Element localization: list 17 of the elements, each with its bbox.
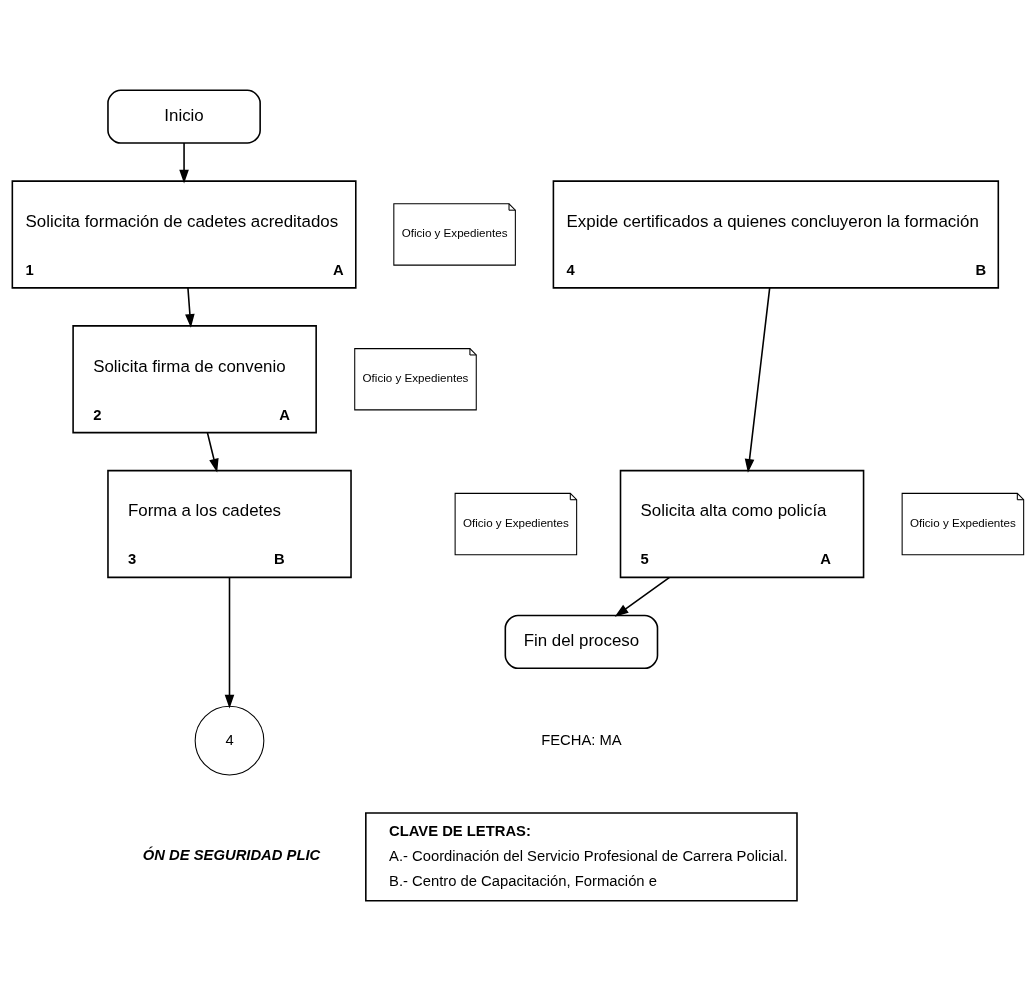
label: ÓN DE SEGURIDAD PLIC bbox=[142, 846, 321, 863]
node-box: Forma a los cadetes 3 B bbox=[107, 469, 352, 579]
node-box: Fin del proceso bbox=[504, 614, 659, 670]
node-circle: 4 bbox=[194, 705, 265, 776]
arrow bbox=[179, 142, 189, 184]
node-box: Solicita formación de cadetes acreditados 1 A bbox=[11, 180, 357, 289]
arrow bbox=[185, 287, 195, 328]
node-box: Solicita alta como policía 5 A bbox=[619, 469, 865, 579]
node-box: Expide certificados a quienes concluyeron la formación 4 B bbox=[552, 180, 1000, 289]
arrow bbox=[206, 431, 219, 473]
arrow bbox=[224, 576, 235, 709]
arrow bbox=[614, 576, 671, 617]
label: FECHA: MA bbox=[541, 731, 622, 748]
node-box: Inicio bbox=[107, 89, 261, 144]
node-box: Solicita firma de convenio 2 A bbox=[72, 325, 317, 434]
arrow bbox=[744, 287, 771, 473]
node-box: CLAVE DE LETRAS: A.- Coordinación del Servicio Profesional de Carrera Policial. B.- Centro de Capacitación, Formación e bbox=[365, 812, 798, 902]
